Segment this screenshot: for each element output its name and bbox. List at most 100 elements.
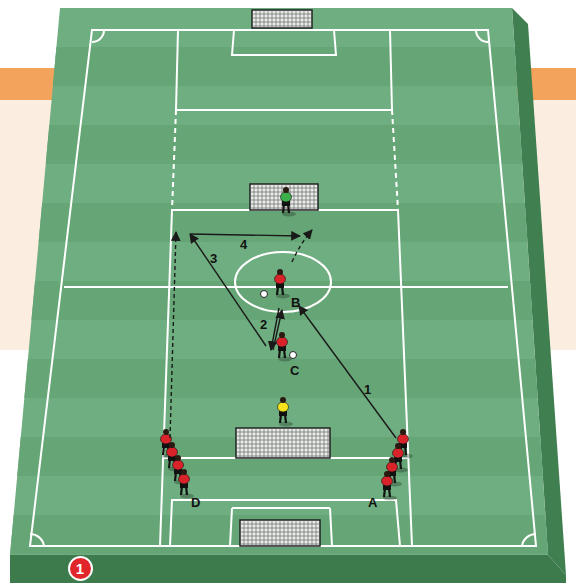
net-line (256, 10, 257, 28)
net-line (272, 428, 273, 458)
net-line (304, 428, 305, 458)
net-line (316, 428, 317, 458)
head (175, 455, 181, 461)
net-line (252, 22, 312, 23)
net-line (288, 428, 289, 458)
net-line (280, 10, 281, 28)
player (281, 187, 297, 217)
player (278, 397, 294, 427)
callout-number: D (191, 496, 200, 509)
head (283, 187, 289, 193)
head (279, 332, 285, 338)
net-line (236, 456, 330, 457)
goal (252, 10, 312, 28)
callout-number: B (291, 296, 300, 309)
shirt (387, 462, 398, 472)
callout-number: 4 (240, 238, 247, 251)
head (384, 471, 390, 477)
shirt (179, 474, 190, 484)
shirt (281, 192, 292, 202)
player (275, 269, 291, 299)
net-line (252, 428, 253, 458)
head (169, 442, 175, 448)
head (389, 457, 395, 463)
callout-number: C (290, 364, 299, 377)
shirt (382, 476, 393, 486)
grass-stripe (0, 515, 576, 554)
goal-net (240, 520, 320, 546)
callout-number: 2 (260, 318, 267, 331)
net-line (240, 524, 320, 525)
player (382, 471, 398, 501)
pitch-stripes (0, 47, 576, 554)
net-line (280, 428, 281, 458)
net-line (292, 428, 293, 458)
net-line (236, 432, 330, 433)
callout-number: 3 (210, 252, 217, 265)
net-line (284, 10, 285, 28)
figure-number-badge: 1 (68, 556, 93, 581)
net-line (308, 10, 309, 28)
net-line (260, 428, 261, 458)
net-line (304, 10, 305, 28)
shirt (167, 447, 178, 457)
figure-number: 1 (76, 561, 84, 576)
net-line (264, 428, 265, 458)
net-line (240, 536, 320, 537)
shirt (173, 460, 184, 470)
net-line (240, 544, 320, 545)
net-line (324, 428, 325, 458)
net-line (240, 540, 320, 541)
shirt (398, 434, 409, 444)
net-line (240, 532, 320, 533)
net-line (240, 428, 241, 458)
head (400, 429, 406, 435)
net-line (260, 10, 261, 28)
net-line (236, 452, 330, 453)
head (163, 429, 169, 435)
net-line (252, 18, 312, 19)
net-line (252, 26, 312, 27)
net-line (252, 14, 312, 15)
net-line (300, 10, 301, 28)
shirt (393, 448, 404, 458)
net-line (276, 428, 277, 458)
shirt (277, 337, 288, 347)
net-line (236, 448, 330, 449)
net-line (236, 440, 330, 441)
grass-stripe (0, 203, 576, 242)
head (395, 443, 401, 449)
net-line (328, 428, 329, 458)
net-line (244, 428, 245, 458)
net-line (236, 436, 330, 437)
goal-net (236, 428, 330, 458)
head (181, 469, 187, 475)
grass-stripe (0, 281, 576, 320)
player (179, 469, 195, 499)
callout-number: 1 (364, 383, 371, 396)
net-line (268, 428, 269, 458)
net-line (276, 10, 277, 28)
goal (236, 428, 330, 458)
net-line (256, 428, 257, 458)
net-line (248, 428, 249, 458)
net-line (284, 428, 285, 458)
net-line (296, 10, 297, 28)
net-line (264, 10, 265, 28)
net-line (320, 428, 321, 458)
net-line (240, 528, 320, 529)
shirt (278, 402, 289, 412)
net-line (268, 10, 269, 28)
grass-stripe (0, 359, 576, 398)
net-line (292, 10, 293, 28)
net-line (236, 444, 330, 445)
shirt (275, 274, 286, 284)
grass-stripe (0, 125, 576, 164)
head (277, 269, 283, 275)
net-line (296, 428, 297, 458)
head (280, 397, 286, 403)
goal-net (252, 10, 312, 28)
net-line (288, 10, 289, 28)
